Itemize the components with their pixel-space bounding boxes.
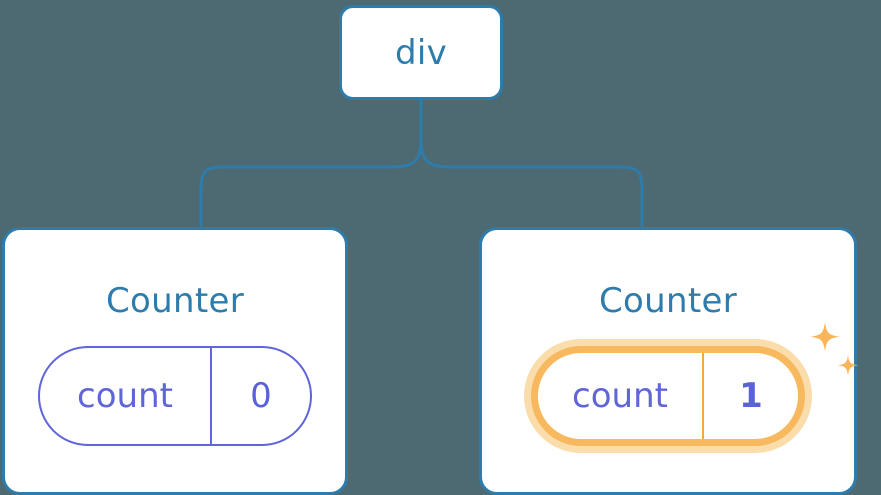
sparkle-group [810,322,859,376]
edge-root-to-right-counter [419,138,644,229]
node-counter-left[interactable]: Counter count 0 [2,227,348,495]
state-pill-left[interactable]: count 0 [38,346,312,446]
state-pill-wrapper-left: count 0 [38,346,312,446]
node-counter-left-label: Counter [106,281,244,321]
state-pill-left-value: 0 [250,376,272,416]
node-div-label: div [394,32,448,73]
sparkle-icon [810,322,840,352]
state-pill-wrapper-right: count 1 [531,322,859,446]
node-div[interactable]: div [339,5,503,100]
node-counter-right-label: Counter [599,281,737,321]
node-counter-right[interactable]: Counter count 1 [479,227,859,495]
state-pill-left-value-cell: 0 [212,348,310,444]
edge-root-to-left-counter [199,138,423,229]
state-pill-right-key-cell: count [538,353,704,439]
state-pill-right-value: 1 [739,376,763,416]
state-pill-left-key-cell: count [40,348,212,444]
state-pill-left-key: count [77,376,173,416]
state-pill-right[interactable]: count 1 [531,346,805,446]
state-pill-right-value-cell: 1 [704,353,798,439]
state-pill-right-key: count [572,376,668,416]
sparkle-icon [837,355,859,376]
